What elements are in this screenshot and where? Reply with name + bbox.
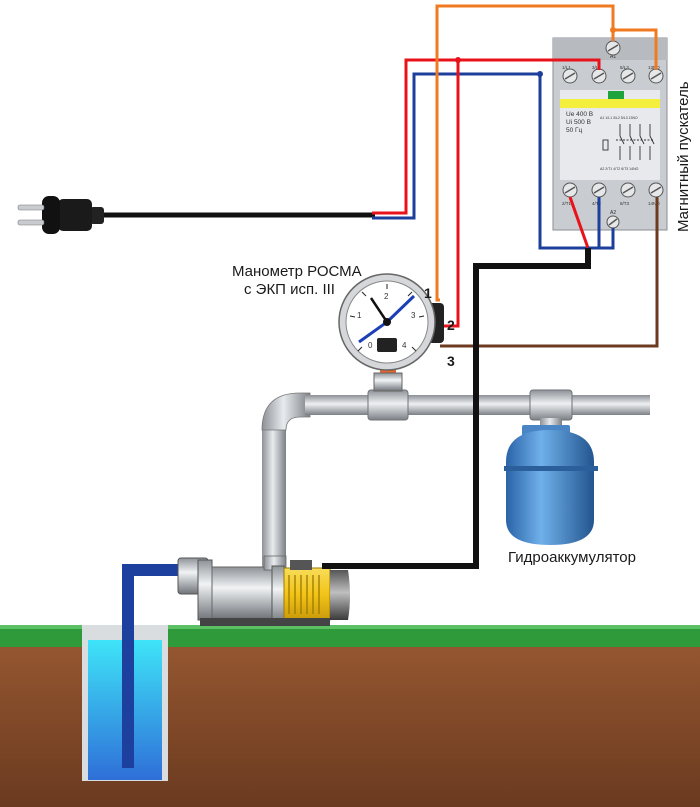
magnetic-contactor: Ue 400 В Ui 500 В 50 Гц A1 1/L1 3/L2 5/L…: [552, 37, 668, 231]
wire-brown: [440, 197, 659, 348]
contactor-indicator: [608, 91, 624, 99]
gauge-terminal-2: 2: [447, 317, 455, 333]
gauge-terminal-3: 3: [447, 353, 455, 369]
gauge-tee: [367, 389, 409, 421]
plug-pin: [17, 204, 45, 211]
motor-cable: [322, 248, 591, 569]
accumulator-label: Гидроаккумулятор: [508, 549, 636, 566]
pump-housing: [211, 566, 273, 620]
power-plug: [17, 196, 104, 234]
svg-text:4/T2: 4/T2: [592, 201, 602, 206]
svg-text:50 Гц: 50 Гц: [566, 127, 583, 134]
svg-text:Ue 400 В: Ue 400 В: [566, 111, 593, 118]
tank-body: [506, 430, 594, 545]
contactor-schematic: [602, 124, 655, 160]
suction-pipe: [122, 564, 194, 768]
plug-pin: [17, 219, 45, 226]
gauge-label-line1: Манометр РОСМА: [232, 263, 362, 280]
elbow: [261, 392, 311, 431]
svg-text:2/T1: 2/T1: [562, 201, 572, 206]
svg-text:1: 1: [357, 311, 362, 320]
wire-orange: [435, 4, 615, 302]
svg-text:13NO: 13NO: [648, 65, 660, 70]
riser-pipe: [262, 425, 286, 570]
svg-text:2: 2: [384, 292, 389, 301]
grass-left: [0, 625, 82, 647]
svg-text:A1 1/L1 3/L2 5/L3 13NO: A1 1/L1 3/L2 5/L3 13NO: [600, 116, 638, 120]
svg-text:A1: A1: [610, 54, 616, 60]
svg-text:3/L2: 3/L2: [592, 65, 601, 70]
accumulator-tee: [529, 389, 573, 421]
svg-text:1/L1: 1/L1: [562, 65, 571, 70]
contactor-stripe: [560, 99, 660, 108]
svg-text:Ui 500 В: Ui 500 В: [566, 119, 591, 126]
surface-pump: [177, 555, 350, 626]
svg-text:A2 2/T1 4/T2 6/T3 14NO: A2 2/T1 4/T2 6/T3 14NO: [600, 167, 639, 171]
svg-text:14NO: 14NO: [648, 201, 660, 206]
gauge-ticks: [349, 284, 425, 352]
gauge-label-line2: с ЭКП исп. III: [244, 281, 335, 298]
contactor-label: Магнитный пускатель: [675, 81, 692, 232]
terminal-box: [290, 560, 312, 570]
plug-body: [58, 199, 92, 231]
accumulator-tank: [504, 425, 598, 545]
svg-text:A2: A2: [610, 210, 616, 216]
gauge-needle-upper: [385, 294, 416, 324]
pump-base: [200, 618, 330, 626]
motor-fan-cover: [330, 570, 350, 620]
wire-red-phase: [372, 58, 601, 215]
svg-text:6/T3: 6/T3: [620, 201, 630, 206]
gauge-needle-lower: [358, 320, 388, 344]
svg-text:5/L3: 5/L3: [620, 65, 629, 70]
grass-right: [168, 625, 700, 647]
pressure-gauge: 0 1 2 3 4: [338, 273, 444, 392]
wire-red-gauge: [440, 60, 460, 328]
top-terminal-row: [562, 68, 664, 84]
gauge-needle-main: [369, 297, 389, 323]
wire-junctions: [455, 27, 616, 77]
svg-text:0: 0: [368, 341, 373, 350]
svg-text:3: 3: [411, 311, 416, 320]
svg-text:4: 4: [402, 341, 407, 350]
gauge-terminal-1: 1: [424, 285, 432, 301]
